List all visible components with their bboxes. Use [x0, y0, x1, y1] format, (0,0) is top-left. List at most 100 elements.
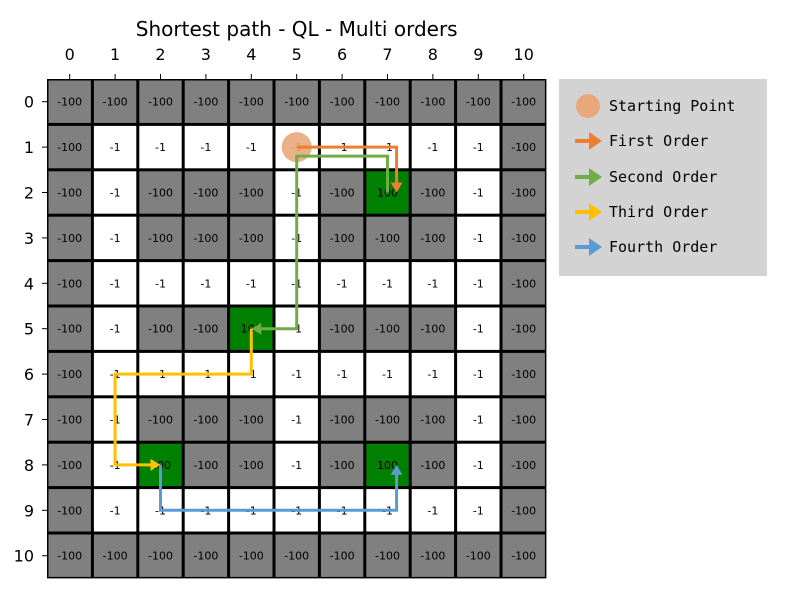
grid-cell	[93, 307, 137, 350]
cell-value: -1	[110, 504, 121, 517]
cell-value: -100	[57, 187, 82, 200]
grid-cell	[366, 398, 409, 441]
y-tick-label: 3	[24, 229, 34, 248]
legend-item-third-order: Third Order	[559, 197, 767, 227]
grid-cell	[184, 216, 228, 260]
grid-cell	[320, 534, 364, 577]
grid-cell	[230, 398, 273, 441]
cell-value: -100	[148, 550, 173, 563]
grid-cell	[230, 534, 273, 577]
cell-value: -1	[427, 141, 438, 154]
cell-value: -100	[239, 232, 264, 245]
grid-cell	[48, 534, 91, 577]
cell-value: -100	[511, 459, 536, 472]
grid-cell	[320, 307, 364, 350]
grid-cell	[411, 216, 455, 260]
legend-label-second-order: Second Order	[609, 168, 718, 186]
cell-value: -1	[473, 277, 484, 290]
grid-cell	[48, 352, 91, 396]
fourth-order-route-arrowhead	[390, 464, 403, 475]
cell-value: -1	[382, 368, 393, 381]
cell-value: -100	[57, 459, 82, 472]
cell-value: -100	[330, 323, 355, 336]
cell-value: -1	[200, 277, 211, 290]
y-tick-label: 6	[24, 365, 34, 384]
grid-cell	[366, 80, 409, 123]
grid-cell	[366, 216, 409, 260]
cell-value: -1	[200, 141, 211, 154]
cell-value: -100	[330, 96, 355, 109]
cell-value: -1	[291, 414, 302, 427]
grid-cell	[275, 443, 318, 487]
grid-cell	[457, 443, 500, 487]
y-tick-label: 10	[14, 547, 34, 566]
cell-value: -100	[193, 232, 218, 245]
grid-cell	[457, 489, 500, 532]
x-tick-label: 2	[155, 45, 165, 64]
grid-cell	[320, 262, 364, 305]
cell-value: -100	[330, 550, 355, 563]
cell-value: -100	[375, 550, 400, 563]
cell-value: -1	[473, 141, 484, 154]
grid-cell	[184, 171, 228, 214]
cell-value: -1	[110, 187, 121, 200]
legend-label-starting-point: Starting Point	[609, 97, 736, 115]
cell-value: -1	[110, 141, 121, 154]
grid-cell	[230, 171, 273, 214]
grid-cell	[411, 125, 455, 169]
x-tick-label: 8	[428, 45, 438, 64]
cell-value: -100	[193, 414, 218, 427]
cell-value: -100	[466, 550, 491, 563]
cell-value: -1	[110, 232, 121, 245]
grid-cell	[457, 80, 500, 123]
cell-value: 100	[377, 459, 398, 472]
legend-item-starting-point: Starting Point	[559, 91, 767, 121]
x-tick-label: 0	[65, 45, 75, 64]
cell-value: -1	[110, 277, 121, 290]
cell-value: -1	[291, 459, 302, 472]
y-tick-label: 8	[24, 456, 34, 475]
y-tick-label: 5	[24, 320, 34, 339]
first-order-route-line	[296, 145, 399, 183]
grid-cell	[320, 352, 364, 396]
cell-value: -100	[193, 187, 218, 200]
grid-cell	[366, 352, 409, 396]
grid-cell	[411, 171, 455, 214]
fourth-order-arrow-icon	[575, 238, 602, 256]
grid-cell	[411, 443, 455, 487]
cell-value: -1	[155, 141, 166, 154]
grid-cell	[457, 125, 500, 169]
cell-value: -100	[103, 550, 128, 563]
first-order-route-arrowhead	[390, 182, 403, 193]
cell-value: -100	[57, 368, 82, 381]
cell-value: -100	[239, 459, 264, 472]
grid-cell	[502, 443, 545, 487]
cell-value: -100	[148, 232, 173, 245]
second-order-arrow-icon	[575, 168, 602, 186]
grid-cell	[275, 398, 318, 441]
grid-cell	[502, 307, 545, 350]
x-tick-label: 6	[337, 45, 347, 64]
cell-value: -1	[473, 459, 484, 472]
x-tick-label: 9	[473, 45, 483, 64]
grid-cell	[411, 80, 455, 123]
cell-value: -100	[511, 414, 536, 427]
cell-value: -100	[375, 96, 400, 109]
cell-value: -100	[511, 323, 536, 336]
y-tick-label: 4	[24, 274, 34, 293]
grid-cell	[457, 534, 500, 577]
cell-value: -100	[57, 414, 82, 427]
legend-label-fourth-order: Fourth Order	[609, 238, 718, 256]
grid-cell	[184, 534, 228, 577]
third-order-route-arrowhead	[150, 458, 161, 471]
x-tick-label: 1	[110, 45, 120, 64]
grid-cell	[93, 171, 137, 214]
grid-cell	[139, 307, 182, 350]
grid-cell	[184, 307, 228, 350]
cell-value: -100	[511, 504, 536, 517]
cell-value: -100	[420, 232, 445, 245]
grid-cell	[230, 262, 273, 305]
cell-value: -100	[57, 141, 82, 154]
cell-value: -100	[57, 550, 82, 563]
cell-value: -100	[420, 459, 445, 472]
